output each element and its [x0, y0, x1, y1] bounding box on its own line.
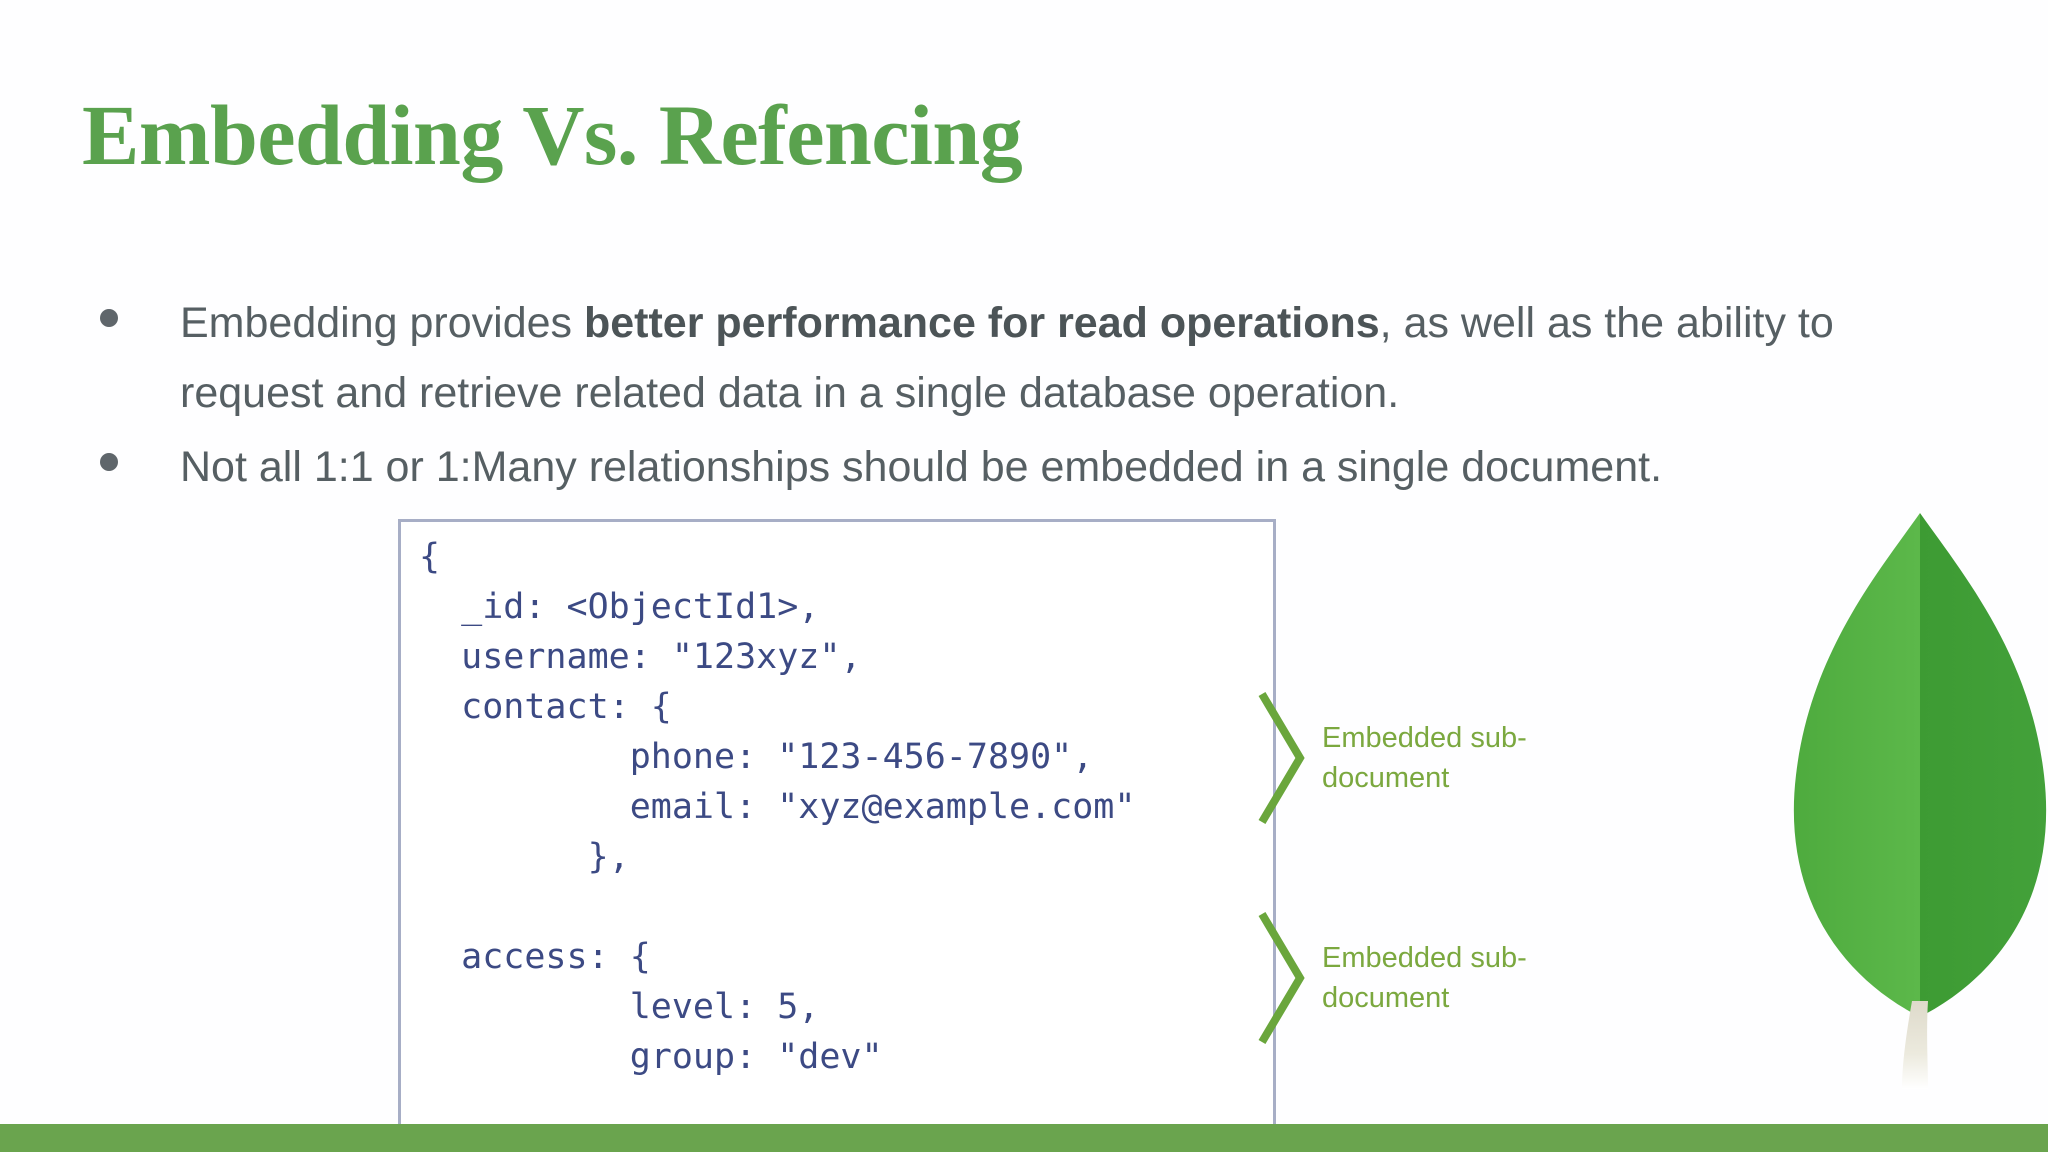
bullet-text: Embedding provides better performance fo… [180, 288, 1960, 428]
code-sample-text: { _id: <ObjectId1>, username: "123xyz", … [419, 537, 1136, 1149]
angle-bracket-right-icon [1258, 908, 1306, 1048]
bullet-dot-icon [100, 453, 118, 471]
bottom-accent-bar [0, 1124, 2048, 1152]
bullet-text-bold: better performance for read operations [583, 299, 1380, 347]
page-title: Embedding Vs. Refencing [82, 87, 1023, 183]
annotation-label: Embedded sub-document [1322, 942, 1527, 1014]
annotation-embedded-subdocument-1: Embedded sub-document [1258, 688, 1562, 828]
annotation-embedded-subdocument-2: Embedded sub-document [1258, 908, 1562, 1048]
annotation-label: Embedded sub-document [1322, 722, 1527, 794]
code-sample-box: { _id: <ObjectId1>, username: "123xyz", … [398, 519, 1276, 1152]
bullet-dot-icon [100, 309, 118, 327]
list-item: Not all 1:1 or 1:Many relationships shou… [100, 432, 1960, 502]
bullet-list: Embedding provides better performance fo… [100, 288, 1960, 506]
list-item: Embedding provides better performance fo… [100, 288, 1960, 428]
bullet-text-prefix: Not all 1:1 or 1:Many relationships shou… [180, 443, 1663, 491]
mongodb-leaf-logo-icon [1780, 505, 2048, 1095]
bullet-text: Not all 1:1 or 1:Many relationships shou… [180, 432, 1960, 502]
bullet-text-suffix: , as well as the ability to request and … [180, 299, 1834, 417]
angle-bracket-right-icon [1258, 688, 1306, 828]
bullet-text-prefix: Embedding provides [180, 299, 584, 347]
